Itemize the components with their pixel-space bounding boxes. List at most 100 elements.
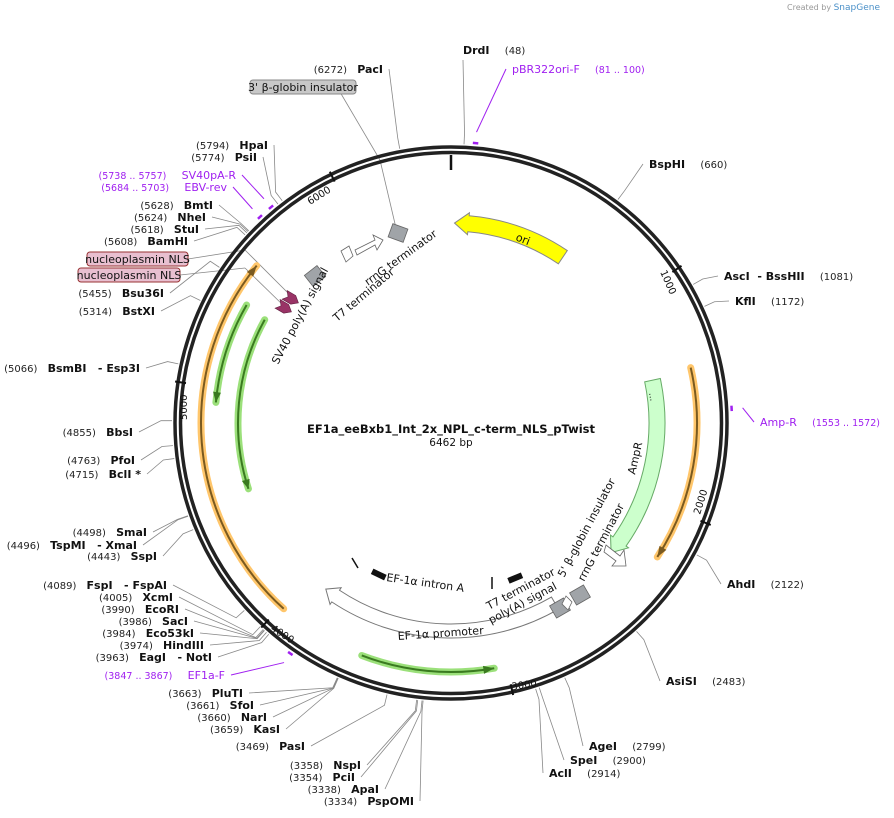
enzyme-label[interactable]: (3986) SacI [119,610,188,629]
primer-site[interactable]: (3847 .. 3867) EF1a-F [105,664,225,683]
enzyme-label[interactable]: (4763) PfoI [67,449,135,468]
enzyme-site[interactable]: (5066) BsmBI - Esp3I [4,357,140,376]
cds-left-inner[interactable] [237,319,266,490]
enzyme-label[interactable]: (4498) SmaI [73,521,147,540]
enzyme-site[interactable]: (3354) PciI [289,766,355,785]
enzyme-site[interactable]: (4443) SspI [87,545,157,564]
enzyme-site[interactable]: AhdI (2122) [727,573,804,592]
ef1a-promoter-feature[interactable] [325,587,560,639]
enzyme-label[interactable]: (3338) ApaI [308,778,379,797]
ampr-feature[interactable] [609,377,666,554]
primer-label[interactable]: pBR322ori-F (81 .. 100) [512,58,645,77]
enzyme-site[interactable]: AgeI (2799) [589,735,666,754]
enzyme-label[interactable]: (4715) BclI * [65,463,141,482]
enzyme-site[interactable]: AscI - BssHII (1081) [724,265,853,284]
enzyme-label[interactable]: (5314) BstXI [79,300,155,319]
enzyme-label[interactable]: (3984) Eco53kI [102,622,194,641]
terminator-icon[interactable] [303,264,327,288]
enzyme-label[interactable]: AsiSI (2483) [666,670,745,689]
enzyme-label[interactable]: (3661) SfoI [186,694,254,713]
enzyme-site[interactable]: (5794) HpaI [196,134,268,153]
primer-site[interactable]: (5738 .. 5757) SV40pA-R [98,164,236,183]
feature-box-label[interactable]: nucleoplasmin NLS [85,251,190,267]
terminator-icon[interactable] [387,223,409,243]
feature-box-label[interactable]: 3' β-globin insulator [248,79,358,95]
enzyme-site[interactable]: (3974) HindIII [120,634,204,653]
enzyme-label[interactable]: (5624) NheI [134,206,206,225]
enzyme-site[interactable]: (4005) XcmI [99,586,173,605]
enzyme-label[interactable]: (5794) HpaI [196,134,268,153]
primer-site[interactable]: Amp-R (1553 .. 1572) [760,411,880,430]
enzyme-site[interactable]: SpeI (2900) [570,749,646,768]
enzyme-site[interactable]: KflI (1172) [735,290,804,309]
enzyme-label[interactable]: (5066) BsmBI - Esp3I [4,357,140,376]
enzyme-site[interactable]: (3984) Eco53kI [102,622,194,641]
terminator-icon[interactable] [569,584,591,606]
enzyme-label[interactable]: (3660) NarI [197,706,267,725]
orf-right[interactable] [656,367,698,558]
enzyme-label[interactable]: AhdI (2122) [727,573,804,592]
enzyme-label[interactable]: (3354) PciI [289,766,355,785]
enzyme-label[interactable]: (4855) BbsI [63,421,133,440]
enzyme-label[interactable]: (5455) Bsu36I [78,282,164,301]
enzyme-site[interactable]: DrdI (48) [463,39,525,58]
enzyme-label[interactable]: (3358) NspI [290,754,361,773]
enzyme-site[interactable]: AsiSI (2483) [666,670,745,689]
rrng-arrow-icon[interactable] [354,234,384,256]
enzyme-site[interactable]: (5455) Bsu36I [78,282,164,301]
primer-label[interactable]: (5684 .. 5703) EBV-rev [101,176,227,195]
enzyme-site[interactable]: (3358) NspI [290,754,361,773]
enzyme-label[interactable]: (4496) TspMI - XmaI [7,534,137,553]
enzyme-label[interactable]: (6272) PacI [314,58,383,77]
enzyme-site[interactable]: (5624) NheI [134,206,206,225]
enzyme-site[interactable]: (3663) PluTI [168,682,243,701]
enzyme-site[interactable]: (3334) PspOMI [324,790,414,809]
enzyme-site[interactable]: (6272) PacI [314,58,383,77]
enzyme-site[interactable]: (3659) KasI [210,718,280,737]
primer-label[interactable]: (3847 .. 3867) EF1a-F [105,664,225,683]
enzyme-label[interactable]: (3974) HindIII [120,634,204,653]
enzyme-site[interactable]: (4089) FspI - FspAI [43,574,167,593]
nls-arrow-icon[interactable] [274,298,294,317]
enzyme-label[interactable]: (3659) KasI [210,718,280,737]
enzyme-label[interactable]: (3990) EcoRI [101,598,179,617]
primer-label[interactable]: Amp-R (1553 .. 1572) [760,411,880,430]
enzyme-site[interactable]: (4763) PfoI [67,449,135,468]
rrng-bottom-arrow-icon[interactable] [603,544,627,567]
enzyme-label[interactable]: KflI (1172) [735,290,804,309]
primer-label[interactable]: (5738 .. 5757) SV40pA-R [98,164,236,183]
enzyme-site[interactable]: (5628) BmtI [140,194,213,213]
enzyme-site[interactable]: (5314) BstXI [79,300,155,319]
enzyme-site[interactable]: (3963) EagI - NotI [96,646,212,665]
nls-arrow-icon[interactable] [281,289,301,308]
cds-bottom[interactable] [361,654,495,673]
enzyme-label[interactable]: (5608) BamHI [104,230,188,249]
enzyme-label[interactable]: (3334) PspOMI [324,790,414,809]
enzyme-site[interactable]: (3660) NarI [197,706,267,725]
enzyme-site[interactable]: (3990) EcoRI [101,598,179,617]
enzyme-label[interactable]: (3663) PluTI [168,682,243,701]
enzyme-label[interactable]: (4443) SspI [87,545,157,564]
enzyme-label[interactable]: (4005) XcmI [99,586,173,605]
enzyme-site[interactable]: (3986) SacI [119,610,188,629]
t7-bottom-arrow-icon[interactable] [561,595,573,611]
enzyme-label[interactable]: (3963) EagI - NotI [96,646,212,665]
t7-arrow-icon[interactable] [340,245,354,263]
primer-site[interactable]: pBR322ori-F (81 .. 100) [512,58,645,77]
enzyme-label[interactable]: (5628) BmtI [140,194,213,213]
feature-box-label[interactable]: nucleoplasmin NLS [77,267,182,283]
enzyme-site[interactable]: (4498) SmaI [73,521,147,540]
enzyme-label[interactable]: (5618) StuI [130,218,199,237]
enzyme-site[interactable]: (4496) TspMI - XmaI [7,534,137,553]
enzyme-label[interactable]: DrdI (48) [463,39,525,58]
orf-left[interactable] [200,265,285,610]
enzyme-site[interactable]: (5608) BamHI [104,230,188,249]
enzyme-label[interactable]: (3469) PasI [236,735,305,754]
enzyme-site[interactable]: (5774) PsiI [191,146,257,165]
enzyme-site[interactable]: (3338) ApaI [308,778,379,797]
enzyme-label[interactable]: (5774) PsiI [191,146,257,165]
enzyme-label[interactable]: AscI - BssHII (1081) [724,265,853,284]
enzyme-site[interactable]: (4855) BbsI [63,421,133,440]
enzyme-label[interactable]: AgeI (2799) [589,735,666,754]
enzyme-site[interactable]: AclI (2914) [549,762,621,781]
